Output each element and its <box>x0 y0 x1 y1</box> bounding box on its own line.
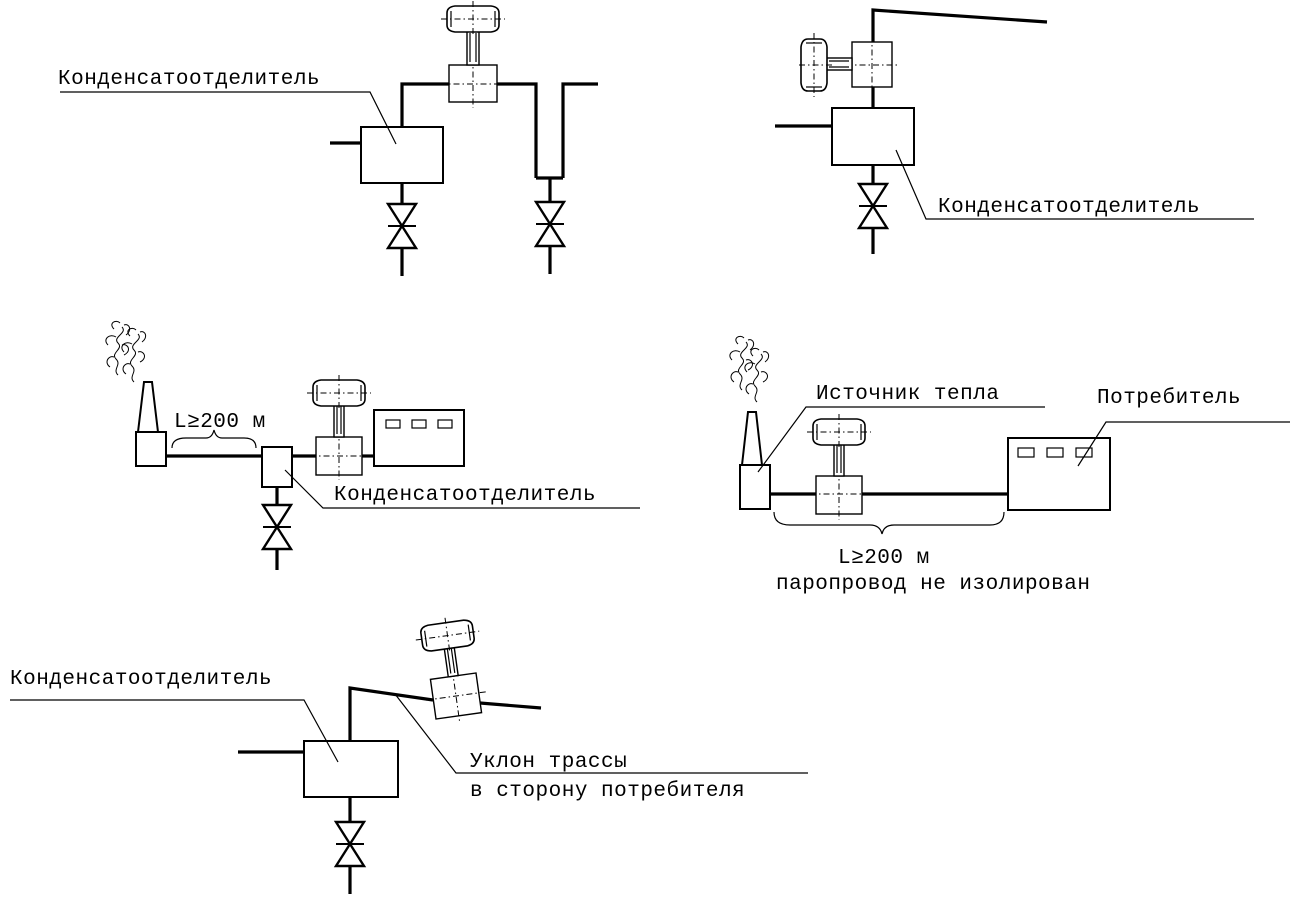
valve-handwheel <box>795 32 833 98</box>
consumer-box <box>1007 437 1111 511</box>
valve-handwheel <box>440 0 506 38</box>
separator-box <box>360 126 444 184</box>
valve-handwheel <box>806 413 872 451</box>
separator-box <box>261 446 293 488</box>
slope-label-line2: в сторону потребителя <box>470 780 745 803</box>
heat-source-box <box>739 464 771 510</box>
distance-label-2: L≥200 м <box>838 547 930 570</box>
separator-label-5: Конденсатоотделитель <box>10 668 272 691</box>
heat-source-box <box>135 431 167 467</box>
diagram-2: Конденсатоотделитель <box>775 8 1254 254</box>
not-insulated-label: паропровод не изолирован <box>776 573 1090 596</box>
slope-label-line1: Уклон трассы <box>470 751 627 774</box>
valve-handwheel <box>306 374 372 412</box>
heat-source-label: Источник тепла <box>816 383 999 406</box>
distance-label-1: L≥200 м <box>174 411 266 434</box>
separator-label-2: Конденсатоотделитель <box>938 196 1200 219</box>
separator-box <box>831 107 915 166</box>
consumer-label: Потребитель <box>1097 387 1241 410</box>
separator-box <box>303 740 399 798</box>
diagram-1: Конденсатоотделитель <box>58 0 598 276</box>
separator-label-3: Конденсатоотделитель <box>334 484 596 507</box>
valve-assembly <box>412 612 486 722</box>
consumer-box <box>373 409 465 467</box>
valve-body <box>815 475 863 515</box>
diagram-4: Источник тепла Потребитель L≥200 м пароп… <box>729 335 1290 596</box>
diagram-3: L≥200 м Конденсатоотделитель <box>105 320 640 570</box>
diagram-5: Конденсатоотделитель Уклон трассы в стор… <box>10 612 808 894</box>
separator-label-1: Конденсатоотделитель <box>58 68 320 91</box>
